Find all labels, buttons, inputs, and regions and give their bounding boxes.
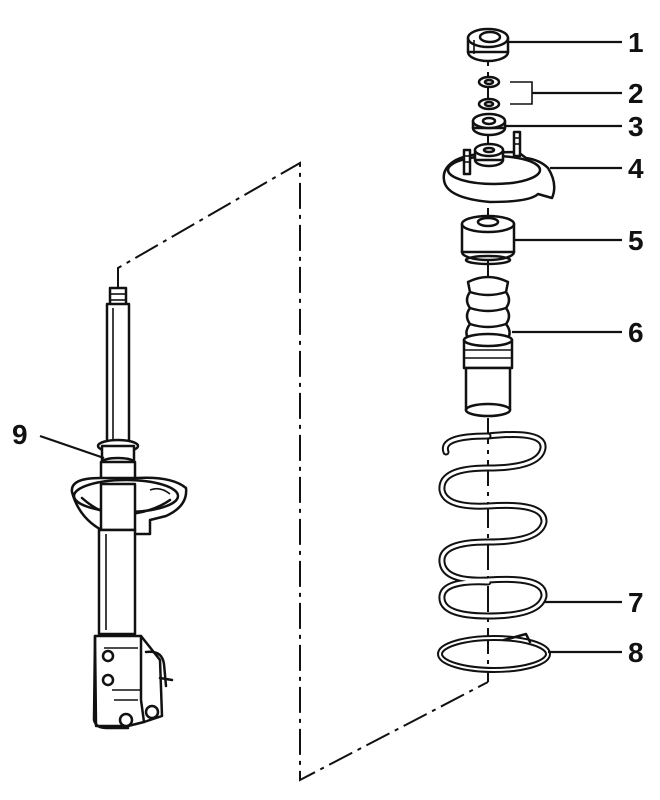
callout-7: 7 <box>628 587 644 618</box>
callout-5: 5 <box>628 225 644 256</box>
part-5-bearing <box>460 214 516 266</box>
part-4-upper-mount <box>442 130 556 204</box>
callout-8: 8 <box>628 637 644 668</box>
callout-2: 2 <box>628 78 644 109</box>
part-2-washers <box>477 75 533 111</box>
callout-labels: 1 2 3 4 5 6 7 8 9 <box>12 27 644 668</box>
shock-absorber-strut <box>70 286 188 730</box>
callout-6: 6 <box>628 317 644 348</box>
callout-4: 4 <box>628 153 644 184</box>
part-7-coil-spring <box>438 431 548 620</box>
part-1-cap-nut <box>466 27 510 63</box>
part-6-bump-stop <box>462 275 514 418</box>
part-8-insulator-ring <box>437 632 551 673</box>
callout-1: 1 <box>628 27 644 58</box>
leader-lines <box>39 40 622 654</box>
callout-9: 9 <box>12 419 28 450</box>
assembly-axis-lines <box>117 40 489 782</box>
callout-3: 3 <box>628 111 644 142</box>
part-3-bushing <box>471 112 507 137</box>
